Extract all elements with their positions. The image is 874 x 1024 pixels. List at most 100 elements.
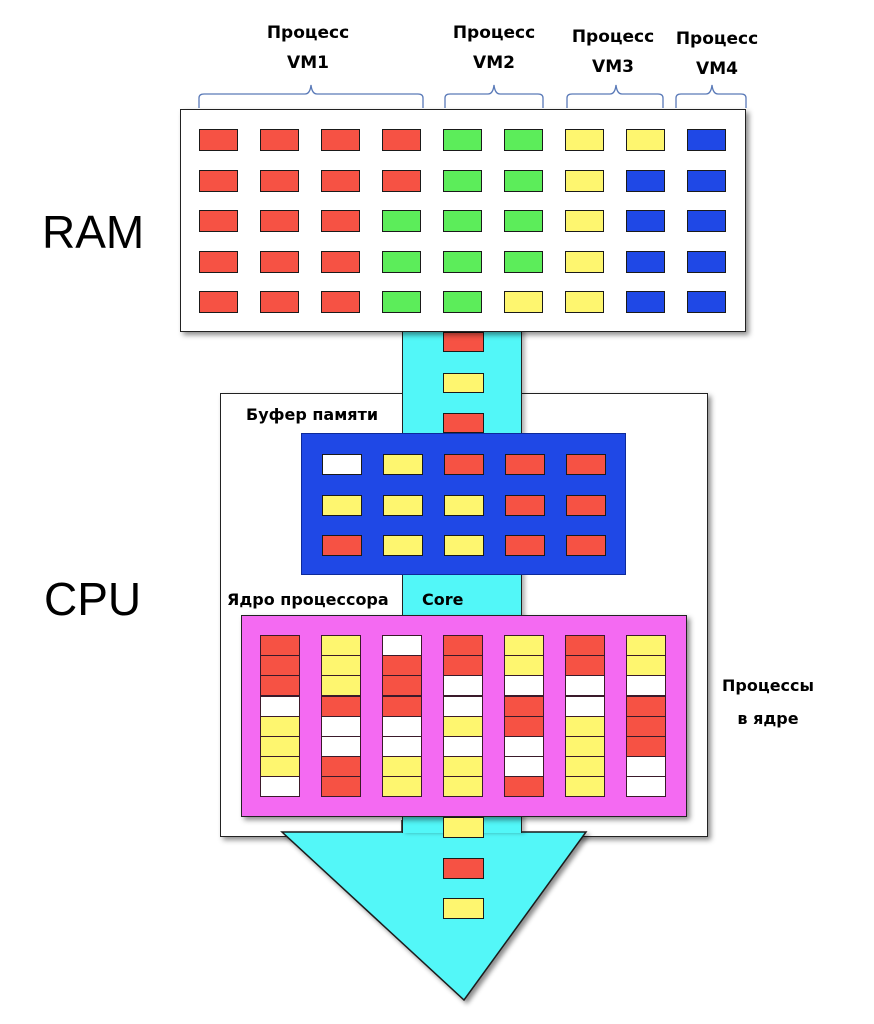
ram-block-blue — [626, 169, 665, 192]
core-cell-red — [260, 635, 300, 656]
core-cell-white — [443, 695, 483, 717]
ram-block-red — [321, 250, 360, 273]
buffer-block-white — [322, 454, 362, 475]
ram-block-red — [260, 291, 299, 313]
core-cell-white — [565, 695, 605, 717]
ram-block-red — [199, 210, 238, 232]
ram-block-yellow — [565, 210, 604, 232]
core-cell-yellow — [504, 655, 544, 677]
ram-block-green — [443, 210, 482, 232]
ram-block-red — [382, 169, 421, 192]
core-cell-yellow — [321, 675, 361, 697]
vm1-label: Процесс VM1 — [248, 18, 368, 78]
ram-block-red — [321, 169, 360, 192]
core-cell-white — [504, 736, 544, 757]
vm3-label-line1: Процесс — [571, 27, 655, 47]
core-cell-yellow — [321, 635, 361, 656]
arrow-block-yellow — [443, 898, 484, 919]
core-cell-yellow — [443, 756, 483, 778]
core-cell-yellow — [504, 635, 544, 656]
core-cell-red — [321, 776, 361, 798]
buffer-panel — [301, 433, 626, 575]
ram-label: RAM — [42, 206, 145, 258]
core-cell-red — [443, 655, 483, 677]
core-cell-yellow — [626, 655, 666, 677]
vm3-label-line2: VM3 — [592, 57, 634, 77]
ram-block-yellow — [565, 169, 604, 192]
core-cell-yellow — [565, 756, 605, 778]
ram-block-red — [260, 169, 299, 192]
vm4-brace-icon — [675, 84, 747, 108]
core-cell-red — [382, 655, 422, 677]
ram-block-green — [443, 291, 482, 313]
bus-block-yellow — [443, 372, 484, 393]
core-cell-yellow — [565, 776, 605, 798]
ram-block-green — [504, 250, 543, 273]
buffer-block-red — [566, 494, 606, 516]
ram-block-yellow — [565, 291, 604, 313]
buffer-block-red — [566, 454, 606, 475]
ram-block-blue — [626, 291, 665, 313]
vm3-brace-icon — [566, 84, 664, 108]
core-cell-yellow — [565, 715, 605, 737]
vm1-label-line1: Процесс — [266, 23, 350, 43]
ram-block-red — [321, 129, 360, 151]
core-cell-white — [443, 736, 483, 757]
buffer-block-red — [322, 535, 362, 556]
buffer-block-yellow — [444, 535, 484, 556]
vm-braces — [198, 84, 747, 108]
ram-block-red — [260, 250, 299, 273]
ram-block-blue — [687, 169, 726, 192]
core-cell-yellow — [260, 715, 300, 737]
buffer-block-red — [566, 535, 606, 556]
core-cell-red — [504, 695, 544, 717]
ram-block-blue — [626, 210, 665, 232]
ram-panel — [180, 109, 746, 332]
cpu-label: CPU — [44, 573, 142, 625]
core-cell-white — [260, 695, 300, 717]
core-cell-yellow — [565, 736, 605, 757]
core-label-ru: Ядро процессора — [227, 590, 389, 609]
vm4-label: Процесс VM4 — [657, 24, 777, 84]
core-cell-red — [321, 695, 361, 717]
core-cell-red — [504, 715, 544, 737]
arrow-block-yellow — [443, 817, 484, 838]
ram-block-blue — [626, 250, 665, 273]
core-cell-white — [382, 715, 422, 737]
buffer-block-yellow — [444, 494, 484, 516]
ram-block-green — [504, 129, 543, 151]
core-cell-yellow — [443, 776, 483, 798]
processes-label: Процессы в ядре — [722, 669, 814, 735]
core-cell-white — [504, 756, 544, 778]
ram-block-yellow — [565, 129, 604, 151]
core-cell-white — [626, 675, 666, 697]
vm2-label-line2: VM2 — [473, 53, 515, 73]
ram-block-red — [199, 291, 238, 313]
core-cell-white — [382, 736, 422, 757]
vm1-brace-icon — [198, 84, 424, 108]
ram-block-red — [382, 129, 421, 151]
ram-block-yellow — [565, 250, 604, 273]
core-cell-red — [260, 675, 300, 697]
ram-block-green — [382, 250, 421, 273]
ram-block-blue — [687, 129, 726, 151]
core-cell-yellow — [382, 776, 422, 798]
ram-block-green — [382, 210, 421, 232]
bus-block-red — [443, 332, 484, 352]
core-cell-red — [626, 695, 666, 717]
ram-block-red — [321, 210, 360, 232]
core-cell-white — [382, 635, 422, 656]
ram-block-blue — [687, 250, 726, 273]
ram-block-red — [260, 129, 299, 151]
buffer-label: Буфер памяти — [246, 405, 379, 424]
vm3-label: Процесс VM3 — [553, 22, 673, 82]
core-cell-yellow — [382, 756, 422, 778]
core-cell-red — [443, 635, 483, 656]
ram-block-green — [382, 291, 421, 313]
down-arrow-icon — [280, 820, 588, 1002]
core-cell-yellow — [260, 756, 300, 778]
buffer-block-red — [505, 454, 545, 475]
buffer-block-yellow — [383, 454, 423, 475]
buffer-block-yellow — [383, 535, 423, 556]
ram-block-blue — [687, 291, 726, 313]
